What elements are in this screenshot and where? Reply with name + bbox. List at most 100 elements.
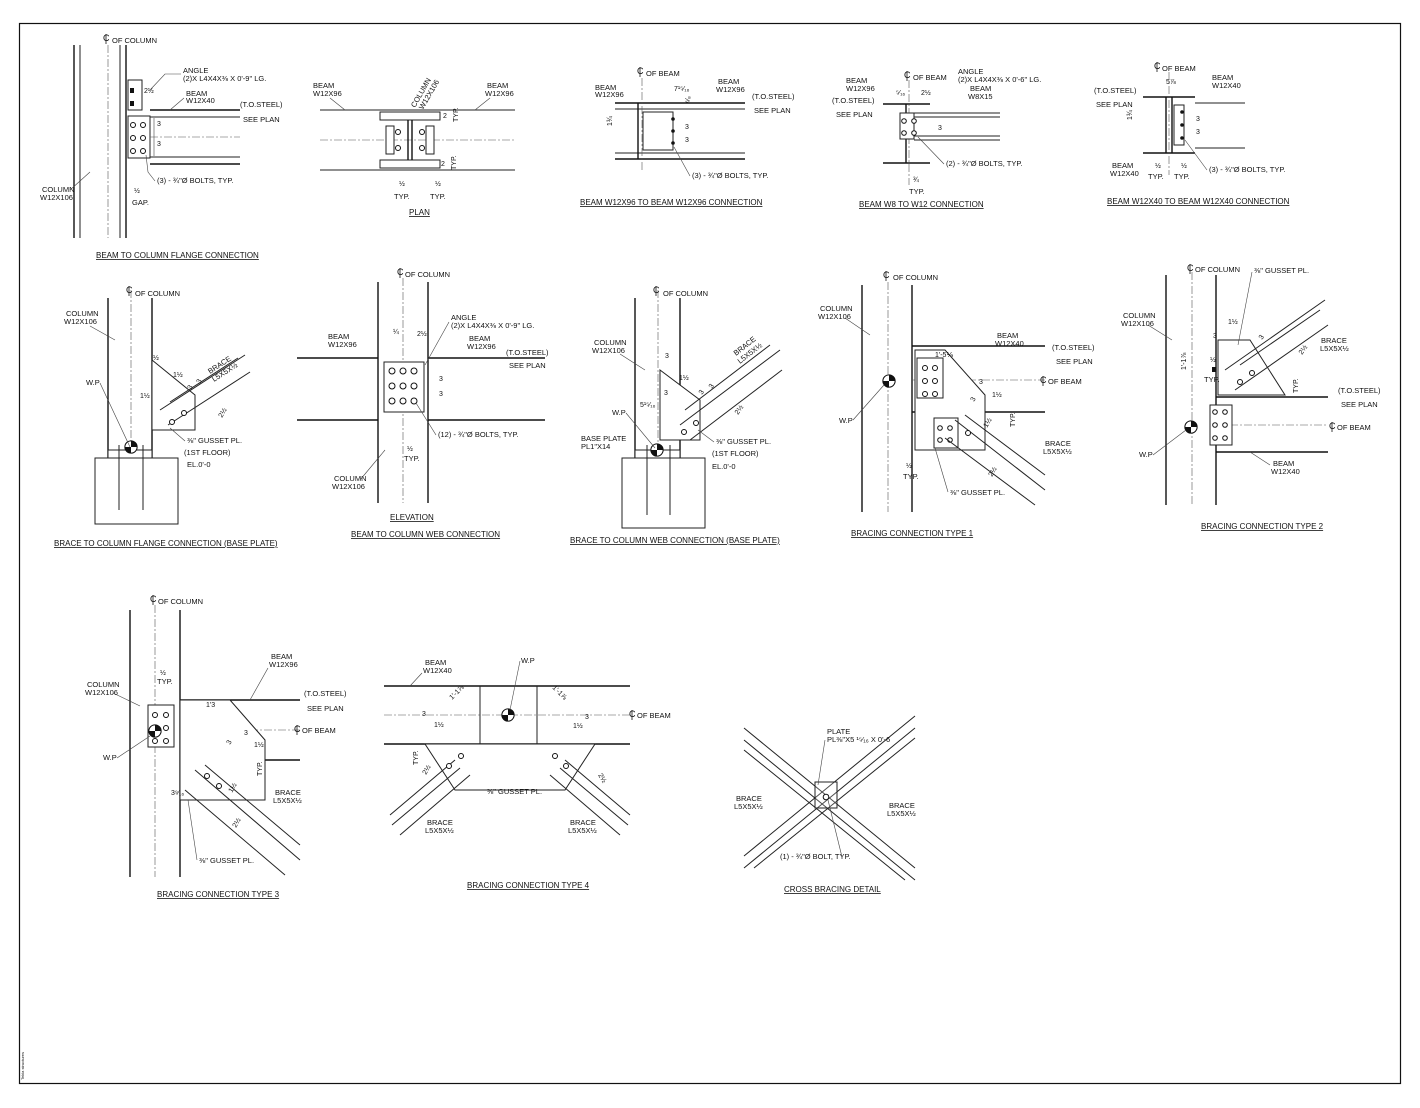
dim-label: 5¹⁵⁄₁₆ xyxy=(640,402,656,409)
wp-label: W.P xyxy=(1139,450,1153,459)
angle-label: ANGLE xyxy=(183,66,208,75)
beam-size: W12X40 xyxy=(995,339,1024,348)
brace-left-size: L5X5X½ xyxy=(734,802,764,811)
dim-label: ½ xyxy=(399,180,405,188)
beam-right-size: W8X15 xyxy=(968,92,993,101)
dim-label: 1½ xyxy=(227,781,239,794)
dim-label: 3 xyxy=(664,390,668,397)
beam-cl-label: OF BEAM xyxy=(913,73,947,82)
beam-left-size: W12X96 xyxy=(328,340,357,349)
col-cl-label: OF COLUMN xyxy=(405,270,450,279)
dim-label: 2 xyxy=(443,113,447,120)
dim-label: 3 xyxy=(1196,116,1200,123)
dim-label: 1'-1⅞ xyxy=(448,684,465,701)
beam-cl-label: OF BEAM xyxy=(646,69,680,78)
dim-label: ½ xyxy=(435,180,441,188)
sheet-border xyxy=(18,22,1402,1085)
dim-label: 1½ xyxy=(1228,318,1238,326)
beam-right-label: BEAM xyxy=(487,81,508,90)
wp-label: W.P xyxy=(521,656,535,665)
beam-cl-label: OF BEAM xyxy=(1048,377,1082,386)
angle-label: ANGLE xyxy=(451,313,476,322)
beam-cl-label: OF BEAM xyxy=(1337,423,1371,432)
dim-label: ½ xyxy=(906,462,912,470)
beam-right-label: BEAM xyxy=(469,334,490,343)
detail-title: CROSS BRACING DETAIL xyxy=(784,885,881,894)
detail-title: BRACE TO COLUMN FLANGE CONNECTION (BASE … xyxy=(54,539,278,548)
typ-label: TYP. xyxy=(1148,172,1164,181)
brace-right-size: L5X5X½ xyxy=(887,809,917,818)
detail-beam-to-column-web: OF COLUMN ANGLE (2)X L4X4X⅜ X 0'-9" LG. … xyxy=(297,266,549,539)
col-cl-label: OF COLUMN xyxy=(893,273,938,282)
dim-label: 7¹⁵⁄₁₆ xyxy=(674,86,690,93)
dim-label: 5⅞ xyxy=(1166,79,1176,86)
angle-spec: (2)X L4X4X⅜ X 0'-6" LG. xyxy=(958,75,1041,84)
tos-label: (T.O.STEEL) xyxy=(1094,86,1137,95)
dim-label: 3 xyxy=(196,378,204,385)
see-plan-label: SEE PLAN xyxy=(243,115,280,124)
dim-label: ½ xyxy=(153,354,159,362)
detail-brace-to-column-web-base: OF COLUMN COLUMN W12X106 BRACE L5X5X½ W.… xyxy=(570,284,783,545)
beam-top-label: BEAM xyxy=(1212,73,1233,82)
plate-spec: PL⅜"X5 ¹⁵⁄₁₆ X 0'-6 xyxy=(827,735,890,744)
dim-label: 3 xyxy=(685,137,689,144)
bolts-label: (3) - ¾"Ø BOLTS, TYP. xyxy=(157,176,233,185)
bolt-label: (1) - ¾"Ø BOLT, TYP. xyxy=(780,852,851,861)
brace-left-size: L5X5X½ xyxy=(425,826,455,835)
dim-label: ¾ xyxy=(913,177,919,184)
column-label: COLUMN xyxy=(42,185,75,194)
typ-label: TYP. xyxy=(1204,375,1220,384)
gusset-label: ⅜" GUSSET PL. xyxy=(1254,266,1309,275)
tos-label: (T.O.STEEL) xyxy=(832,96,875,105)
gusset-floor: (1ST FLOOR) xyxy=(184,448,231,457)
dim-label: 3⁹⁄₁₆ xyxy=(171,790,184,797)
see-plan-label: SEE PLAN xyxy=(1341,400,1378,409)
typ-label: TYP. xyxy=(451,155,458,170)
dim-label: ⁵⁄₁₆ xyxy=(896,90,905,97)
detail-beam-to-beam-w12x40: OF BEAM BEAM W12X40 (T.O.STEEL) SEE PLAN… xyxy=(1094,60,1290,206)
gusset-label: ⅜" GUSSET PL. xyxy=(716,437,771,446)
column-label: COLUMN xyxy=(594,338,627,347)
dim-label: 1½ xyxy=(573,722,583,730)
tos-label: (T.O.STEEL) xyxy=(506,348,549,357)
dim-label: 3 xyxy=(665,353,669,360)
beam-size: W12X40 xyxy=(423,666,452,675)
angle-label: ANGLE xyxy=(958,67,983,76)
dim-label: 2 xyxy=(441,161,445,168)
angle-spec: (2)X L4X4X⅜ X 0'-9" LG. xyxy=(451,321,534,330)
angle-spec: (2)X L4X4X⅜ X 0'-9" LG. xyxy=(183,74,266,83)
dim-label: 3 xyxy=(244,730,248,737)
dim-label: 3 xyxy=(422,711,426,718)
detail-title: BEAM TO COLUMN FLANGE CONNECTION xyxy=(96,251,259,260)
dim-label: 3 xyxy=(187,384,195,391)
wp-label: W.P xyxy=(612,408,626,417)
dim-label: 2½ xyxy=(231,816,243,829)
typ-label: TYP. xyxy=(909,187,925,196)
dim-label: ⁶⁄₈ xyxy=(685,96,692,103)
tos-label: (T.O.STEEL) xyxy=(240,100,283,109)
detail-beam-to-beam-w12x96: OF BEAM BEAM W12X96 BEAM W12X96 (T.O.STE… xyxy=(580,65,795,207)
typ-label: TYP. xyxy=(413,750,420,765)
typ-label: TYP. xyxy=(1174,172,1190,181)
beam-right-label: BEAM xyxy=(970,84,991,93)
beam-left-label: BEAM xyxy=(328,332,349,341)
beam-size: W12X40 xyxy=(1271,467,1300,476)
dim-label: ½ xyxy=(134,187,140,195)
beam-right-size: W12X96 xyxy=(716,85,745,94)
gap-label: GAP. xyxy=(132,198,149,207)
detail-plan: BEAM W12X96 BEAM W12X96 COLUMN W12X106 2… xyxy=(313,76,515,217)
dim-label: 1'-5⅑ xyxy=(935,352,953,359)
detail-beam-to-column-flange: OF COLUMN ANGLE (2)X L4X4X⅜ X 0'-9" LG. … xyxy=(40,32,283,260)
detail-bracing-type-4: BEAM W12X40 W.P OF BEAM ⅜" GUSSET PL. BR… xyxy=(384,656,671,890)
dim-label: 3 xyxy=(698,389,706,396)
dim-label: 1½ xyxy=(992,391,1002,399)
base-plate-label: BASE PLATE xyxy=(581,434,626,443)
dim-label: 3 xyxy=(979,379,983,386)
dim-label: 2½ xyxy=(217,406,229,419)
brace-right-label: BRACE xyxy=(570,818,596,827)
beam-right-size: W12X96 xyxy=(485,89,514,98)
dim-label: 3 xyxy=(585,714,589,721)
dim-label: 3 xyxy=(708,383,716,390)
dim-label: 1½ xyxy=(982,416,994,429)
